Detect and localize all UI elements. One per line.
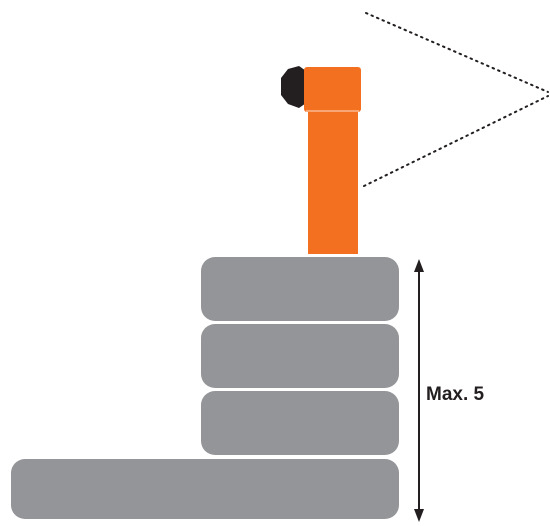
sensor-body [308, 110, 358, 254]
tire-4 [201, 257, 399, 321]
max-stack-label: Max. 5 [426, 384, 485, 405]
sensor-device [281, 66, 361, 254]
detection-cone-lower-line [363, 95, 549, 187]
tire-1-base [11, 459, 399, 519]
tire-2 [201, 391, 399, 455]
tire-3 [201, 324, 399, 388]
tire-stack [11, 257, 399, 519]
sensor-head [304, 67, 361, 112]
height-arrow-top-head [414, 259, 424, 272]
detection-cone [363, 12, 549, 187]
detection-cone-upper-line [365, 12, 549, 93]
height-arrow-bottom-head [414, 509, 424, 522]
height-arrow-icon [414, 259, 424, 522]
hexagon-cap-icon [281, 66, 309, 108]
